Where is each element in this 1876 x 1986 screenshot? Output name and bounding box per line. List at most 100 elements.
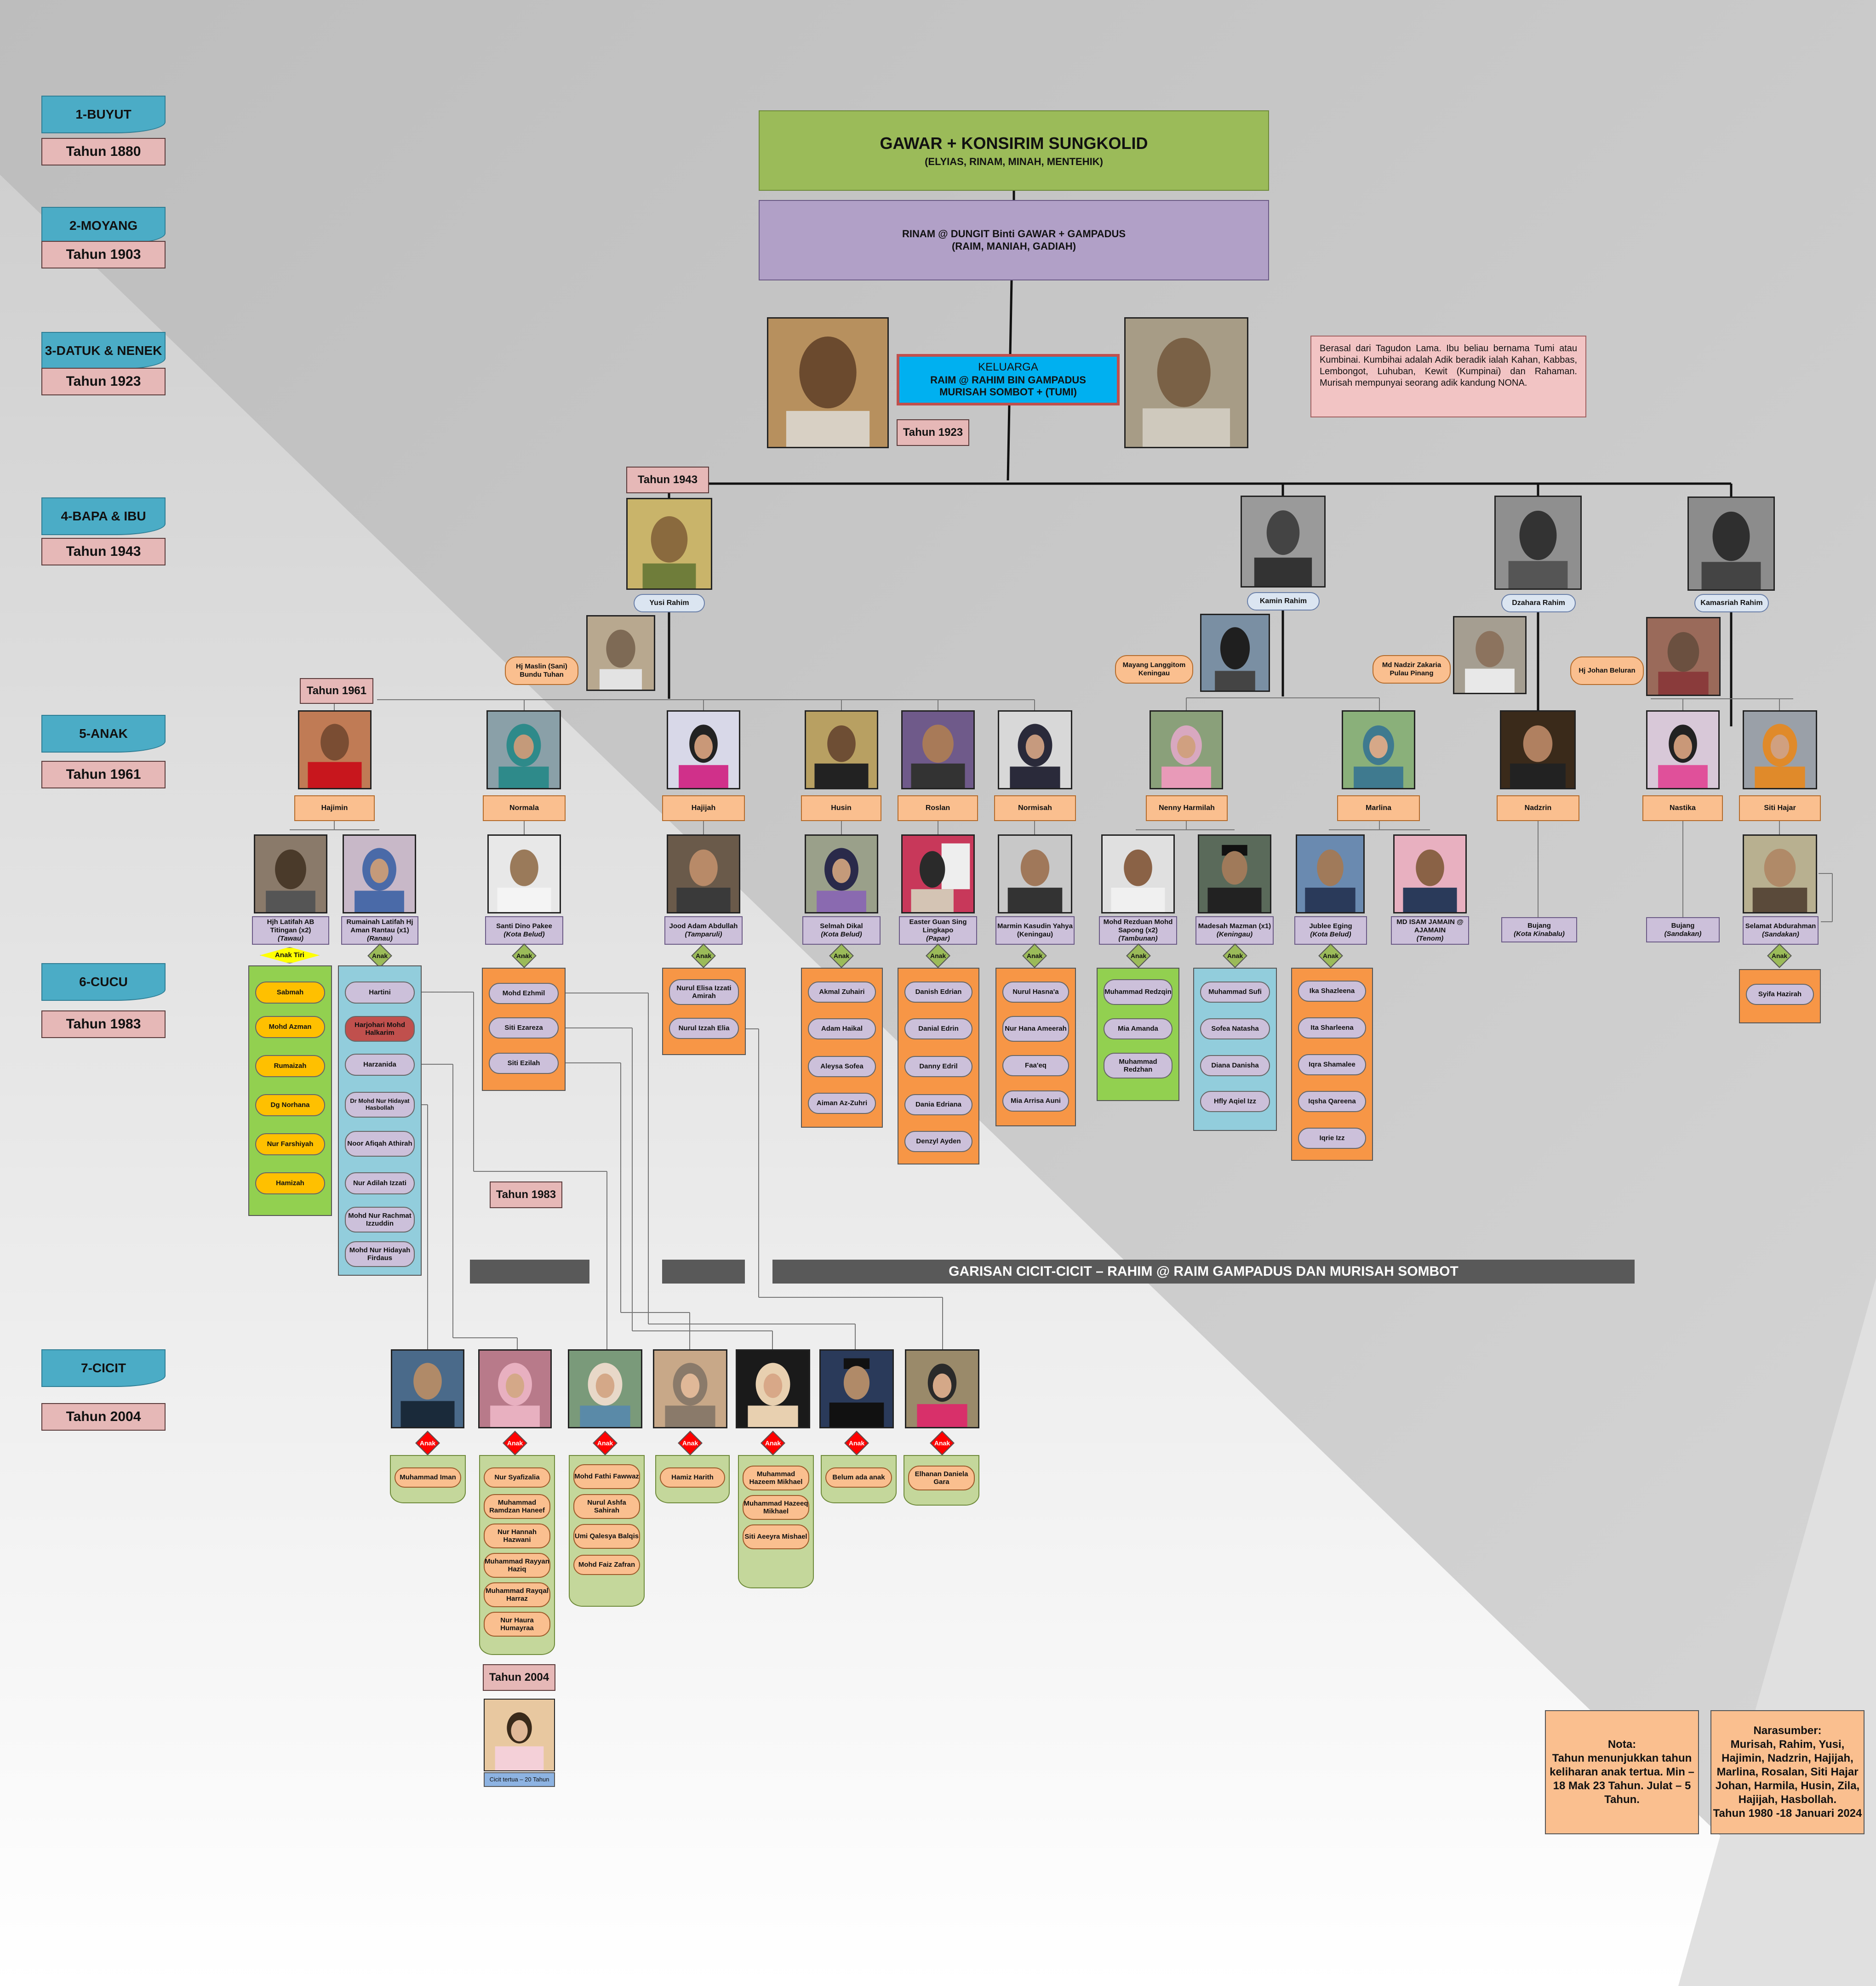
cucu-item: Nur Farshiyah [255,1133,325,1155]
anak-name-normala: Normala [483,795,566,821]
cucu-item: Diana Danisha [1200,1055,1270,1076]
spouse-md-nadzir: Md Nadzir Zakaria Pulau Pinang [1373,655,1451,684]
cucu-item: Iqrie Izz [1298,1128,1366,1149]
cicit-item: Muhammad Ramdzan Haneef [484,1494,550,1519]
spouse-place-selamat: (Sandakan) [1762,930,1799,938]
keluarga-line2: RAIM @ RAHIM BIN GAMPADUS [930,374,1086,386]
cicit-item: Nur Syafizalia [484,1467,550,1488]
anak-diamond: Anak [367,943,392,968]
cucu-item: Mia Amanda [1104,1018,1172,1039]
murisah-note: Berasal dari Tagudon Lama. Ibu beliau be… [1310,336,1586,417]
buyut-box: GAWAR + KONSIRIM SUNGKOLID (ELYIAS, RINA… [759,110,1269,191]
year-label-1943: Tahun 1943 [626,467,709,493]
gen-year-buyut: Tahun 1880 [41,138,166,166]
anak-photo-normisah [998,710,1072,789]
narasumber-box: Narasumber: Murisah, Rahim, Yusi, Hajimi… [1710,1710,1865,1834]
hj-johan-photo [1646,617,1721,696]
cucu-item: Muhammad Redzqin [1104,979,1172,1005]
cicit-item: Mohd Fathi Fawwaz [573,1464,640,1489]
gen-label-buyut: 1-BUYUT [41,96,166,133]
spouse-photo-jood [667,834,740,913]
anak-diamond: Anak [1318,943,1343,968]
spouse-photo-selamat [1743,834,1817,913]
gen4-name-kamasriah: Kamasriah Rahim [1694,594,1769,612]
cicit-item: Umi Qalesya Balqis [573,1524,640,1549]
cucu-item: Sabmah [255,982,325,1004]
anak-name-marlina: Marlina [1337,795,1420,821]
spouse-hj-johan: Hj Johan Beluran [1570,656,1644,685]
cucu-item: Dania Edriana [904,1094,972,1115]
cucu-item: Mohd Nur Hidayah Firdaus [345,1241,415,1267]
anak-diamond: Anak [926,943,950,968]
spouse-place-madesah: (Keningau) [1216,930,1253,938]
anak-photo-nenny [1150,710,1223,789]
keluarga-line3: MURISAH SOMBOT + (TUMI) [939,386,1077,398]
mayang-photo [1200,614,1270,692]
keluarga-box: KELUARGA RAIM @ RAHIM BIN GAMPADUS MURIS… [897,354,1120,405]
banner-segment [662,1260,745,1284]
anak-name-nastika: Nastika [1642,795,1723,821]
cucu-item: Mohd Nur Rachmat Izzuddin [345,1207,415,1233]
cucu-item: Nurul Hasna'a [1002,982,1069,1003]
gen-label-cicit: 7-CICIT [41,1349,166,1387]
spouse-photo-md-isam [1393,834,1467,913]
kamasriah-photo [1687,496,1775,591]
spouse-place-rumainah: (Ranau) [367,935,393,942]
spouse-photo-marmin [998,834,1072,913]
spouse-name-jublee: Jublee Eging [1309,922,1352,930]
spouse-photo-rezduan [1101,834,1175,913]
anak-diamond: Anak [829,943,854,968]
spouse-name-madesah: Madesah Mazman (x1) [1198,922,1271,930]
anak-name-husin: Husin [801,795,881,821]
cicit-item: Muhammad Hazeem Mikhael [743,1466,809,1490]
anak-diamond: Anak [844,1431,869,1455]
spouse-place-jublee: (Kota Belud) [1310,930,1351,938]
cicit-photo-5 [736,1349,810,1428]
cucu-item: Dg Norhana [255,1094,325,1116]
gen-year-anak: Tahun 1961 [41,761,166,788]
year-label-1961: Tahun 1961 [300,678,373,704]
spouse-photo-jublee [1296,834,1365,913]
narasumber-title: Narasumber: [1753,1724,1822,1737]
spouse-place-bujang-kk: (Kota Kinabalu) [1514,930,1565,938]
gen4-name-kamin: Kamin Rahim [1247,592,1320,611]
anak-photo-hajijah [667,710,740,789]
cicit-item: Muhammad Rayqal Harraz [484,1582,550,1607]
nota-text: Tahun menunjukkan tahun keliharan anak t… [1550,1752,1694,1806]
dzahara-photo [1494,496,1582,590]
cucu-item: Syifa Hazirah [1746,984,1814,1005]
anak-diamond: Anak [691,943,716,968]
cucu-item: Ika Shazleena [1298,981,1366,1002]
spouse-photo-selmah [805,834,878,913]
spouse-place-md-isam: (Tenom) [1416,935,1444,942]
nota-box: Nota: Tahun menunjukkan tahun keliharan … [1545,1710,1699,1834]
anak-name-hajimin: Hajimin [294,795,375,821]
cucu-item: Muhammad Sufi [1200,982,1270,1003]
cucu-item: Hartini [345,982,415,1004]
spouse-hj-maslin: Hj Maslin (Sani) Bundu Tuhan [505,656,578,685]
cucu-item: Nurul Izzah Elia [669,1018,739,1039]
cicit-photo-4 [653,1349,727,1428]
anak-photo-normala [486,710,561,789]
gen-year-datuk-nenek: Tahun 1923 [41,368,166,395]
anak-name-nadzrin: Nadzrin [1497,795,1579,821]
cicit-photo-1 [391,1349,464,1428]
spouse-place-rezduan: (Tambunan) [1118,935,1158,942]
buyut-subtitle: (ELYIAS, RINAM, MINAH, MENTEHIK) [925,155,1103,167]
cicit-item: Siti Aeeyra Mishael [743,1524,809,1549]
spouse-name-selamat: Selamat Abdurahman [1745,922,1816,930]
anak-photo-husin [805,710,878,789]
spouse-box-selamat: Selamat Abdurahman(Sandakan) [1743,916,1819,945]
spouse-place-latifah: (Tawau) [277,935,304,942]
murisah-photo [1124,317,1248,448]
spouse-name-bujang-sdk: Bujang [1671,921,1695,930]
spouse-photo-santi [487,834,561,913]
spouse-box-selmah: Selmah Dikal(Kota Belud) [802,916,881,945]
cicit-item: Muhammad Rayyan Haziq [484,1553,550,1578]
cucu-item: Hamizah [255,1172,325,1194]
spouse-name-rezduan: Mohd Rezduan Mohd Sapong (x2) [1103,918,1173,934]
cucu-item: Harjohari Mohd Halkarim [345,1016,415,1042]
spouse-photo-latifah [254,834,327,913]
spouse-box-md-isam: MD ISAM JAMAIN @ AJAMAIN(Tenom) [1391,916,1469,945]
cucu-item: Noor Afiqah Athirah [345,1131,415,1157]
